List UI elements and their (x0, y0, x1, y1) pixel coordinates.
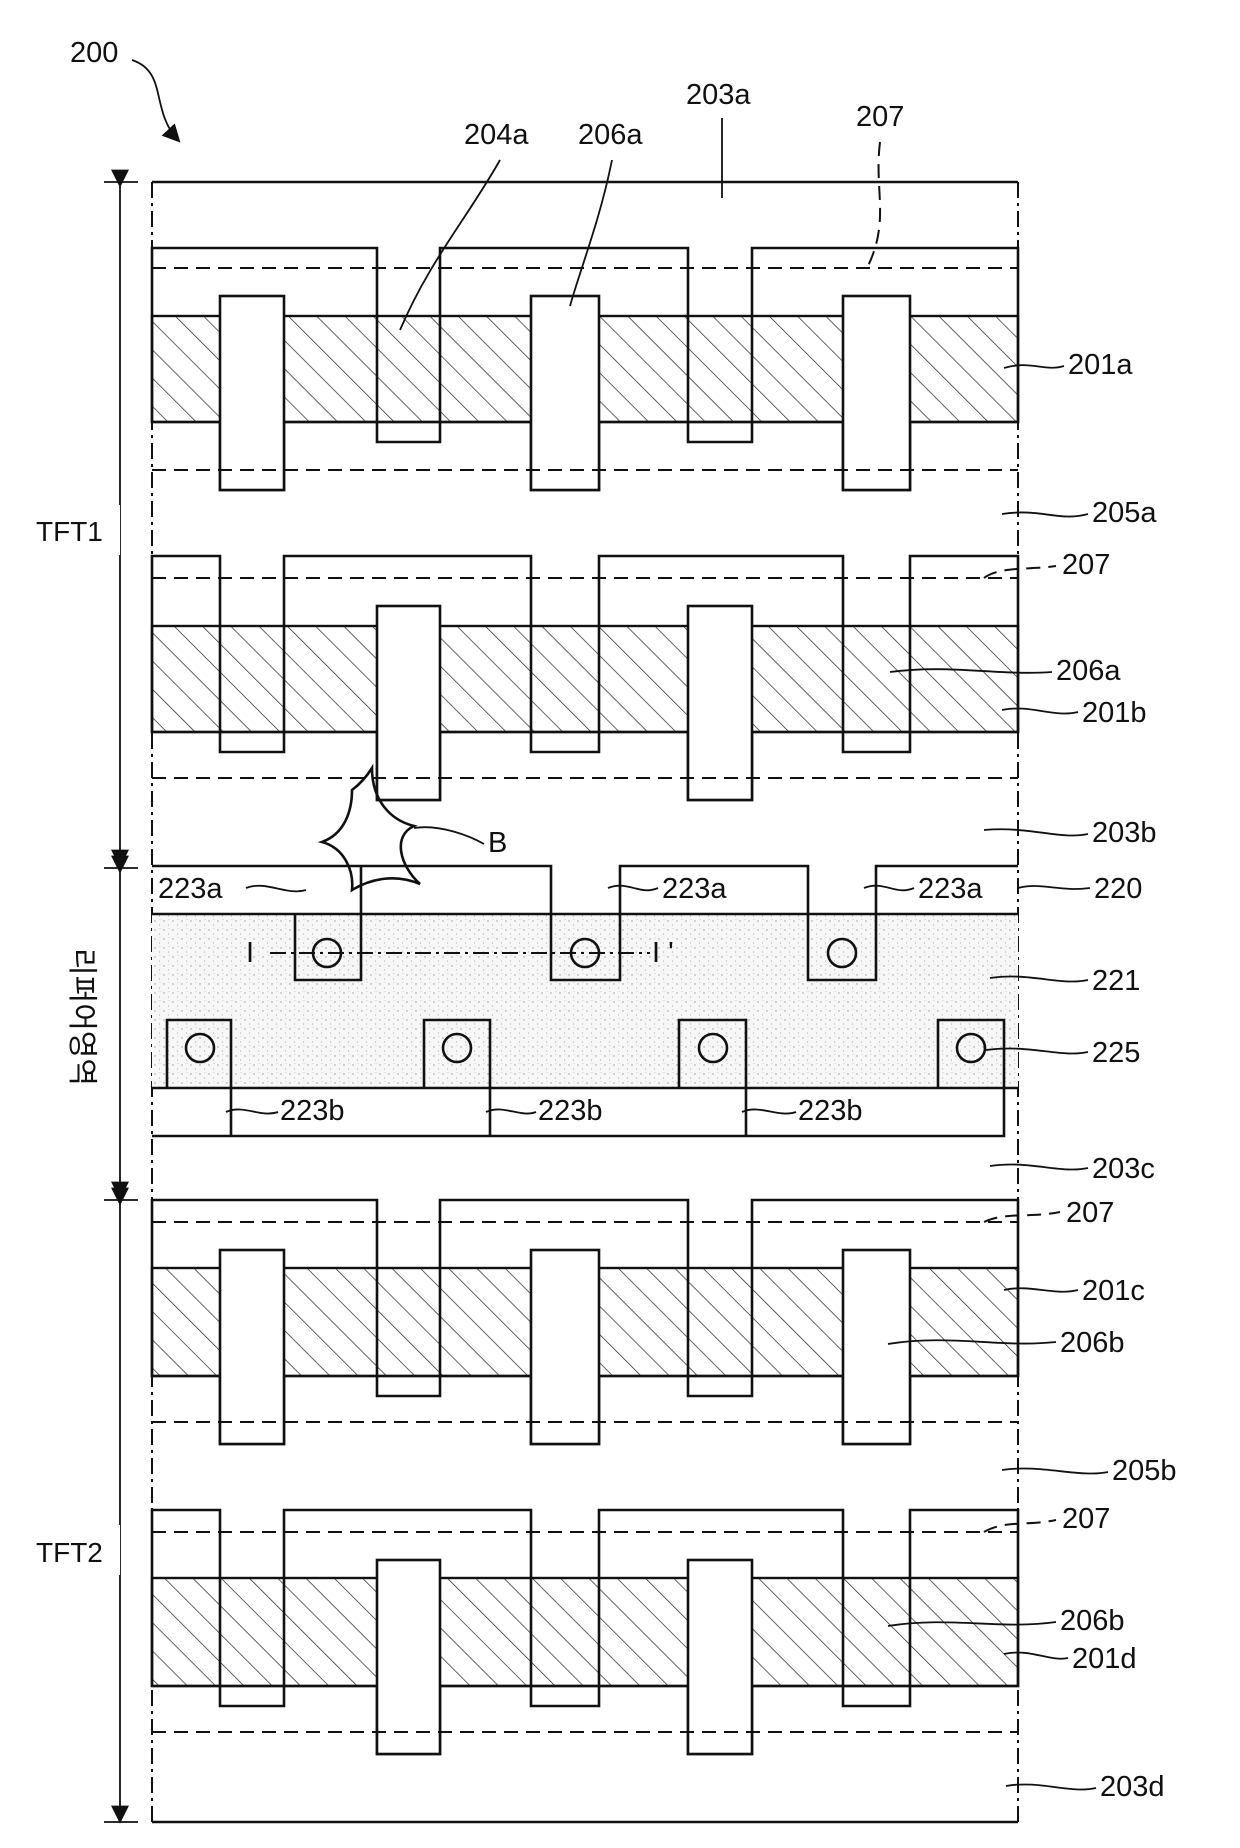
region-label-tft1: TFT1 (36, 516, 103, 547)
label-201b: 201b (1082, 697, 1147, 729)
label-225: 225 (1092, 1037, 1140, 1069)
region-brackets (104, 182, 138, 1822)
label-223b-2: 223b (538, 1095, 603, 1127)
label-section-I: I (246, 937, 254, 969)
label-223b-3: 223b (798, 1095, 863, 1127)
label-221: 221 (1092, 965, 1140, 997)
figure-arrow-icon (132, 60, 178, 140)
label-204a: 204a (464, 119, 529, 151)
active-layer-201d (152, 1578, 1018, 1686)
tft1-upper-block (152, 248, 1018, 490)
tft2-lower-block (152, 1510, 1018, 1754)
label-B: B (488, 827, 507, 859)
label-206b-2: 206b (1060, 1605, 1125, 1637)
label-201a: 201a (1068, 349, 1133, 381)
region-label-repair: 리퍼어영역 (64, 948, 99, 1086)
tft1-lower-block (152, 556, 1018, 800)
label-223a-1: 223a (158, 873, 223, 905)
label-203a: 203a (686, 79, 751, 111)
label-205a: 205a (1092, 497, 1157, 529)
label-203c: 203c (1092, 1153, 1155, 1185)
label-section-I-prime: I ' (652, 937, 674, 969)
figure-number: 200 (70, 37, 118, 69)
label-223a-3: 223a (918, 873, 983, 905)
label-220: 220 (1094, 873, 1142, 905)
region-label-tft2: TFT2 (36, 1537, 103, 1568)
label-207-c: 207 (1066, 1197, 1114, 1229)
label-201c: 201c (1082, 1275, 1145, 1307)
active-layer-201b (152, 626, 1018, 732)
label-223b-1: 223b (280, 1095, 345, 1127)
label-203b: 203b (1092, 817, 1157, 849)
label-203d: 203d (1100, 1771, 1165, 1803)
label-207-d: 207 (1062, 1503, 1110, 1535)
label-223a-2: 223a (662, 873, 727, 905)
label-205b: 205b (1112, 1455, 1177, 1487)
tft2-upper-block (152, 1200, 1018, 1444)
label-206a-top: 206a (578, 119, 643, 151)
label-201d: 201d (1072, 1643, 1137, 1675)
label-206b: 206b (1060, 1327, 1125, 1359)
label-206a-mid: 206a (1056, 655, 1121, 687)
label-207-top: 207 (856, 101, 904, 133)
label-207-b: 207 (1062, 549, 1110, 581)
